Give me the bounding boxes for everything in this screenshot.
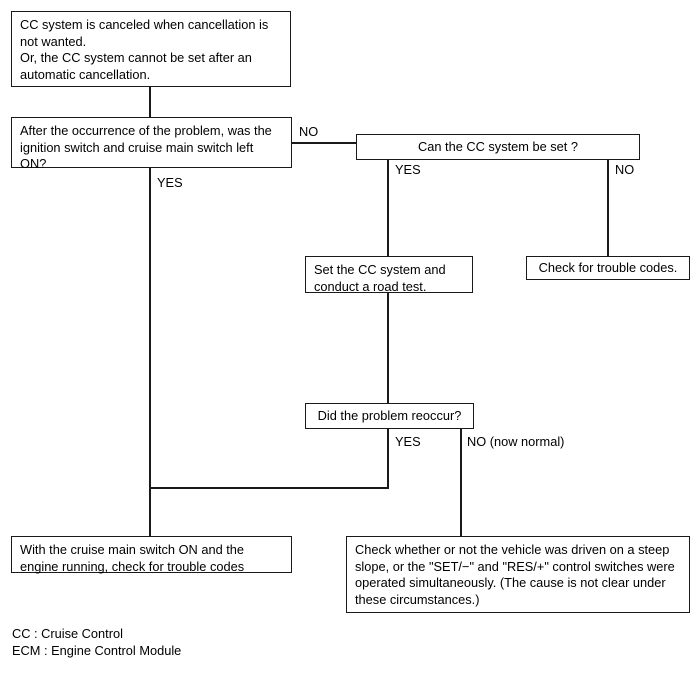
connector-symptom-to-ignition	[149, 86, 151, 118]
edge-label-canset-no: NO	[615, 162, 635, 177]
connector-ignition-no-to-canset	[291, 142, 356, 144]
connector-canset-yes-down	[387, 160, 389, 256]
node-check-steep-slope: Check whether or not the vehicle was dri…	[346, 536, 690, 613]
node-question-reoccur: Did the problem reoccur?	[305, 403, 474, 429]
edge-label-reoccur-no: NO (now normal)	[467, 434, 565, 449]
connector-left-column-to-bottom-box	[149, 487, 151, 536]
edge-label-ignition-no: NO	[299, 124, 319, 139]
connector-ignition-yes-down	[149, 167, 151, 488]
legend-abbreviations: CC : Cruise Control ECM : Engine Control…	[12, 626, 182, 658]
node-check-trouble-codes: Check for trouble codes.	[526, 256, 690, 280]
edge-label-reoccur-yes: YES	[395, 434, 421, 449]
connector-canset-no-down	[607, 160, 609, 256]
node-symptom: CC system is canceled when cancellation …	[11, 11, 291, 87]
node-cruise-switch-on-check: With the cruise main switch ON and the e…	[11, 536, 292, 574]
node-question-can-set: Can the CC system be set ?	[356, 134, 640, 160]
node-question-ignition: After the occurrence of the problem, was…	[11, 117, 292, 171]
node-set-and-road-test: Set the CC system and conduct a road tes…	[305, 256, 473, 294]
connector-roadtest-to-reoccur	[387, 292, 389, 403]
connector-reoccur-yes-down	[387, 429, 389, 488]
connector-reoccur-no-down	[460, 429, 462, 536]
connector-reoccur-yes-merge	[149, 487, 389, 489]
edge-label-ignition-yes: YES	[157, 175, 183, 190]
edge-label-canset-yes: YES	[395, 162, 421, 177]
